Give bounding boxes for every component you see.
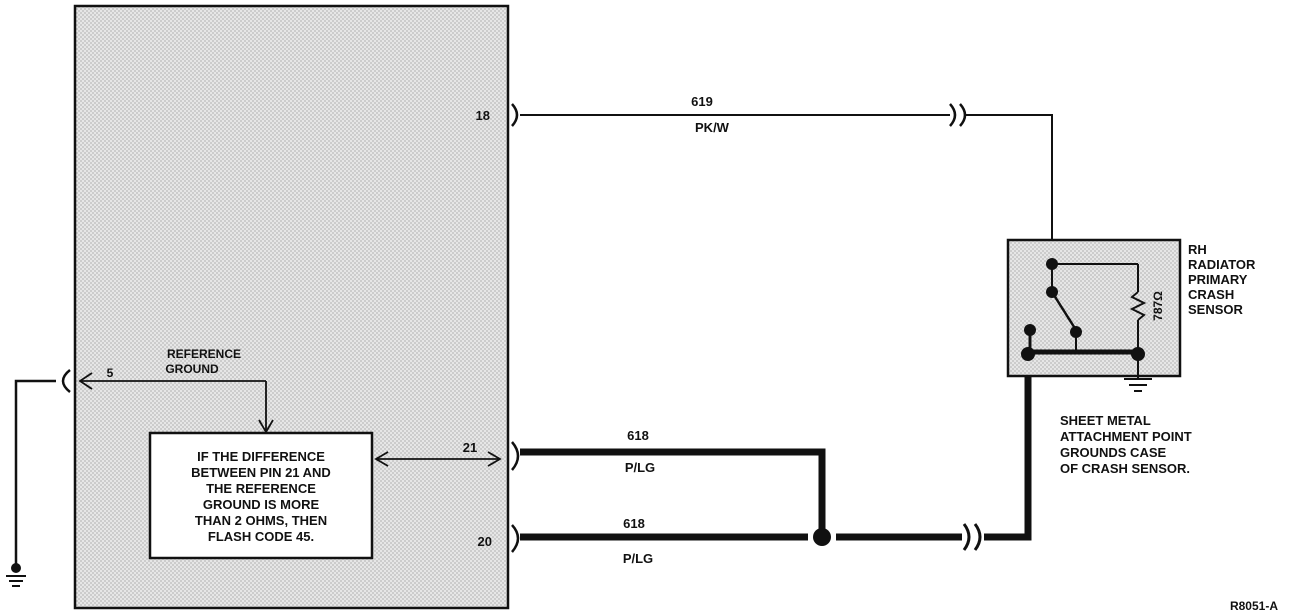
wire-618a-circuit: 618 [627,428,649,443]
external-ground-wire [14,379,56,565]
pin-5-connector [61,369,71,393]
sensor-switch-blade [1050,291,1078,331]
wire-619-color: PK/W [695,120,730,135]
wire-618-riser [984,356,1032,541]
note-line-4: GROUND IS MORE [203,497,320,512]
splice-point [813,528,831,546]
arrowhead-left [374,451,389,467]
reference-ground-label-line2: GROUND [165,362,219,376]
ground-note-line-2: ATTACHMENT POINT [1060,429,1192,444]
wire-618b-color: P/LG [623,551,653,566]
diagnostic-note-box [148,431,374,560]
sensor-title: RH RADIATOR PRIMARY CRASH SENSOR [1188,242,1256,317]
sensor-ground-note: SHEET METAL ATTACHMENT POINT GROUNDS CAS… [1060,413,1192,476]
sensor-node-left [1021,347,1035,361]
ground-note-line-4: OF CRASH SENSOR. [1060,461,1190,476]
pin-21-connector [511,441,520,471]
note-line-1: IF THE DIFFERENCE [197,449,325,464]
wire-619-inline-connector [949,103,967,127]
ground-note-line-3: GROUNDS CASE [1060,445,1167,460]
wire-619-circuit: 619 [691,94,713,109]
pin-18-connector [511,103,519,127]
ground-eyelet [11,563,21,573]
pin-18-label: 18 [476,108,490,123]
reference-ground-label-line1: REFERENCE [167,347,241,361]
resistor-value: 787Ω [1151,291,1165,321]
pin-21-label: 21 [463,440,477,455]
ground-note-line-1: SHEET METAL [1060,413,1151,428]
pin-5-label: 5 [107,366,114,380]
sensor-title-line-5: SENSOR [1188,302,1244,317]
sensor-title-line-4: CRASH [1188,287,1234,302]
sensor-title-line-1: RH [1188,242,1207,257]
pin-20-connector [511,524,520,553]
note-line-6: FLASH CODE 45. [208,529,314,544]
wire-619-to-sensor [966,114,1053,262]
wire-618-inline-connector [962,523,982,551]
sensor-title-line-2: RADIATOR [1188,257,1256,272]
wire-618-pin21 [520,448,826,537]
note-line-3: THE REFERENCE [206,481,316,496]
sensor-title-line-3: PRIMARY [1188,272,1248,287]
diagnostic-note-text: IF THE DIFFERENCE BETWEEN PIN 21 AND THE… [191,449,331,544]
reference-ground-arrow-left [78,372,93,390]
wire-618a-color: P/LG [625,460,655,475]
wire-618b-circuit: 618 [623,516,645,531]
arrowhead-right [487,451,502,467]
figure-id: R8051-A [1230,599,1278,613]
note-line-5: THAN 2 OHMS, THEN [195,513,327,528]
pin-20-label: 20 [478,534,492,549]
note-line-2: BETWEEN PIN 21 AND [191,465,331,480]
ground-symbol-sensor [1124,378,1152,392]
ground-symbol-left [6,575,26,587]
resistor-787-ohm [1129,291,1147,321]
